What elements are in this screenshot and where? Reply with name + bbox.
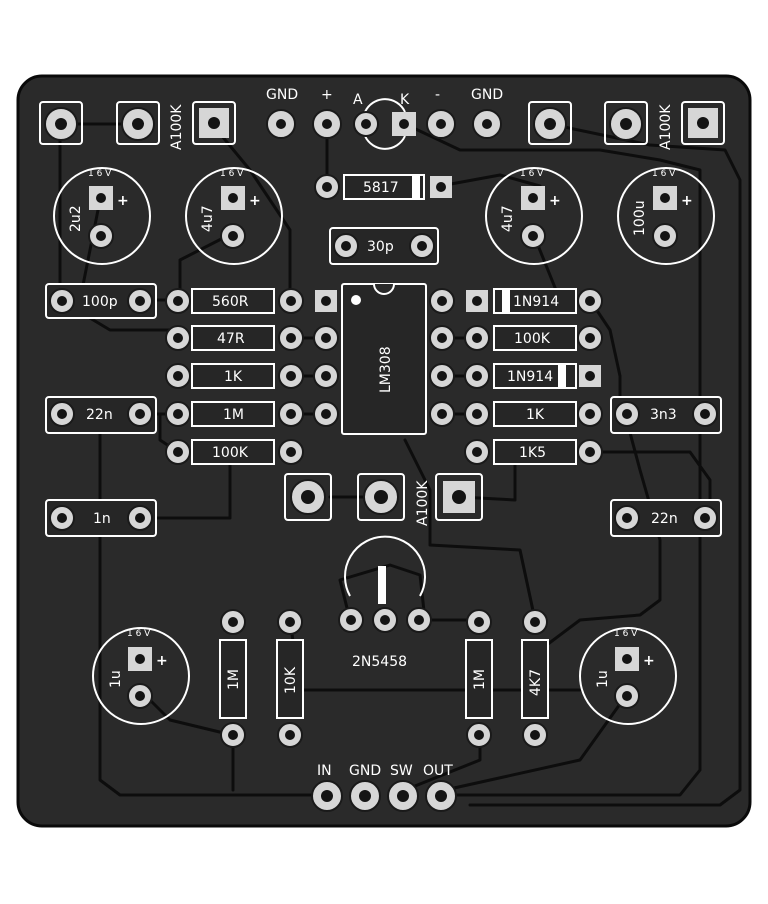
header-label-a: A [353,92,363,108]
res-1k5-label: 1K5 [519,445,546,461]
res-100k-left-label: 100K [212,445,249,461]
cap-22n-right: 22n [610,499,722,537]
pot-right-label: A100K [658,104,674,150]
svg-text:+: + [117,193,129,209]
ic-lm308-label: LM308 [378,346,394,393]
cap-3n3: 3n3 [610,396,722,434]
header-label-gnd2: GND [471,87,503,103]
cap-30p: 30p [329,227,439,265]
res-1m-left-label: 1M [223,407,244,423]
io-label-gnd: GND [349,763,381,779]
cap-100p-label: 100p [82,294,118,310]
diode-1n914-a-label: 1N914 [513,294,559,310]
header-label-minus: - [435,87,440,103]
resistors-left: 560R 47R 1K 1M 100K [165,288,304,465]
diode-1n914-b-label: 1N914 [507,369,553,385]
cap-1u-left: 1 6 V + 1u [92,627,190,725]
res-560r-label: 560R [212,294,249,310]
io-label-out: OUT [423,763,453,779]
power-header: GND + A K - GND [266,87,503,150]
cap-2u2-label: 2u2 [68,205,84,232]
pcb-board [16,74,752,828]
io-label-sw: SW [390,763,413,779]
svg-text:+: + [643,653,655,669]
cap-1n-label: 1n [93,511,111,527]
cap-4u7-right-voltage: 1 6 V [520,169,544,179]
header-label-gnd: GND [266,87,298,103]
header-label-k: K [400,92,410,108]
pot-left-label: A100K [169,104,185,150]
cap-3n3-label: 3n3 [650,407,677,423]
jfet-2n5458: 2N5458 [338,535,432,670]
cap-2u2: 1 6 V + 2u2 [53,167,151,265]
cap-100u: 1 6 V + 100u [617,167,715,265]
cap-4u7-left-voltage: 1 6 V [220,169,244,179]
pot-center: A100K [284,473,483,526]
res-1k-left-label: 1K [224,369,243,385]
header-label-plus: + [321,87,333,103]
res-1m-bottom-right-label: 1M [472,669,488,690]
resistors-bottom: 1M 10K 1M 4K7 [219,609,549,748]
res-1m-bottom-left-label: 1M [226,669,242,690]
svg-text:+: + [156,653,168,669]
jfet-label: 2N5458 [352,654,407,670]
cap-4u7-right: 1 6 V + 4u7 [485,167,583,265]
cap-22n-left-label: 22n [86,407,113,423]
pot-right: A100K [528,101,725,150]
pot-center-label: A100K [415,480,431,526]
cap-1u-right-voltage: 1 6 V [614,629,638,639]
led-outline-bottom [364,135,406,150]
io-header: IN GND SW OUT [311,763,457,812]
cap-22n-right-label: 22n [651,511,678,527]
pot-left: A100K [39,101,236,150]
cap-4u7-left: 1 6 V + 4u7 [185,167,283,265]
resistors-right: 1N914 100K 1N914 1K 1K5 [464,288,603,465]
ic-lm308: LM308 [313,283,455,435]
diode-5817: 5817 [314,174,452,200]
cap-30p-label: 30p [367,239,394,255]
res-10k-label: 10K [283,666,299,694]
cap-100u-label: 100u [632,200,648,236]
cap-4u7-right-label: 4u7 [500,205,516,232]
led-outline-top [364,98,406,113]
cap-1u-right: 1 6 V + 1u [579,627,677,725]
cap-100p: 100p [45,283,157,319]
svg-text:+: + [549,193,561,209]
cap-1u-left-label: 1u [108,670,124,688]
cap-1n: 1n [45,499,157,537]
svg-text:+: + [249,193,261,209]
cap-22n-left: 22n [45,396,157,434]
res-47r-label: 47R [217,331,245,347]
cap-100u-voltage: 1 6 V [652,169,676,179]
cap-1u-left-voltage: 1 6 V [127,629,151,639]
cap-2u2-voltage: 1 6 V [88,169,112,179]
cap-1u-right-label: 1u [595,670,611,688]
diode-5817-label: 5817 [363,180,399,196]
res-1k-right-label: 1K [526,407,545,423]
res-100k-right-label: 100K [514,331,551,347]
io-label-in: IN [317,763,332,779]
svg-text:+: + [681,193,693,209]
res-4k7-label: 4K7 [528,669,544,696]
cap-4u7-left-label: 4u7 [200,205,216,232]
